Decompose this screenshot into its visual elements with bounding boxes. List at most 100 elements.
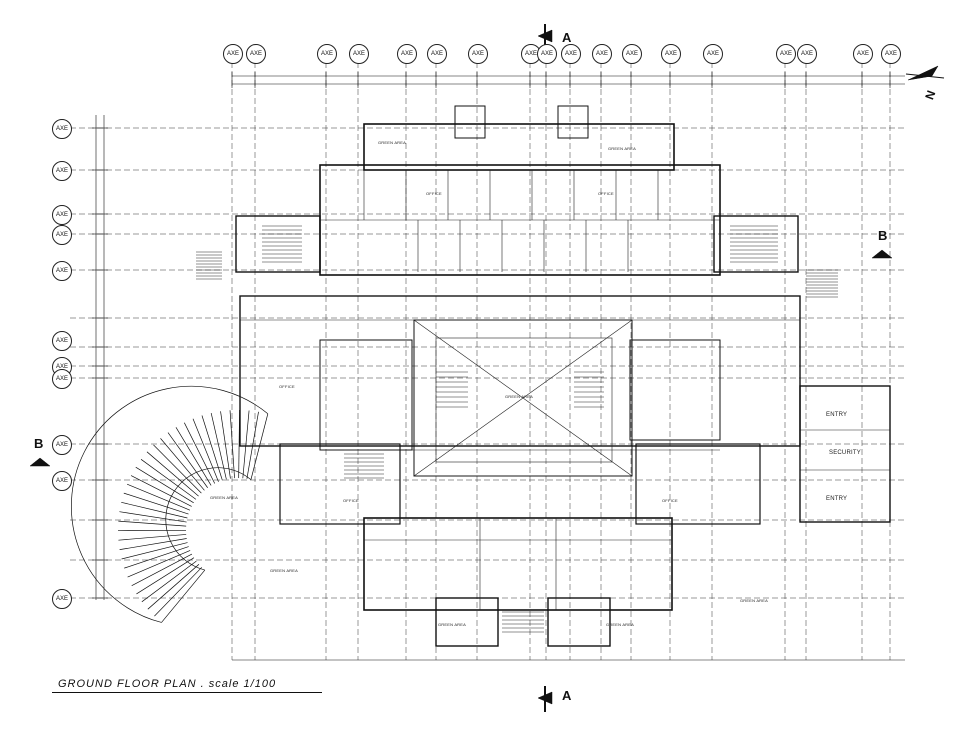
ramp-tread: [131, 553, 193, 586]
ramp-tread: [153, 444, 202, 494]
room-label-security: SECURITY: [829, 450, 861, 456]
title-underline: [52, 692, 322, 693]
ramp-tread: [210, 412, 227, 480]
axis-bubble-left: AXE: [52, 589, 72, 609]
axis-bubble-top: AXE: [397, 44, 417, 64]
axis-bubble-left: AXE: [52, 205, 72, 225]
room-label-entry-2: ENTRY: [826, 496, 848, 502]
ramp-tread: [238, 410, 240, 479]
axis-bubble-top: AXE: [561, 44, 581, 64]
atrium-diagonal: [413, 319, 633, 477]
central-block-outline: [239, 295, 801, 447]
axis-bubble-left: AXE: [52, 225, 72, 245]
room-label-green-area-7: GREEN AREA: [606, 622, 635, 627]
ramp-tread: [146, 451, 199, 497]
axis-bubble-top: AXE: [622, 44, 642, 64]
axis-bubble-top: AXE: [427, 44, 447, 64]
section-marker-b-left: B: [34, 436, 44, 451]
ramp-tread: [121, 542, 188, 560]
room-label-green-area-6: GREEN AREA: [740, 598, 769, 603]
axis-bubble-top: AXE: [853, 44, 873, 64]
ramp-tread: [119, 511, 187, 523]
ramp-tread: [130, 475, 192, 507]
ramp-tread: [242, 410, 250, 479]
ramp-tread: [124, 546, 189, 569]
southeast-block: [635, 443, 761, 525]
ramp-tread: [167, 432, 208, 488]
room-label-green-area-3: GREEN AREA: [505, 394, 534, 399]
stair-block-east: [713, 215, 799, 273]
office-block-west: [319, 339, 413, 451]
axis-grid: [70, 62, 905, 660]
entrance-west: [435, 597, 499, 647]
ramp-tread: [127, 550, 191, 578]
axis-bubble-left: AXE: [52, 435, 72, 455]
entrance-east: [547, 597, 611, 647]
ramp-tread: [246, 411, 259, 479]
section-b-right-arrow: [871, 249, 893, 259]
north-wing-outline: [363, 123, 675, 171]
ramp-tread: [175, 427, 212, 486]
section-marker-b-right: B: [878, 228, 888, 243]
axis-bubble-top: AXE: [349, 44, 369, 64]
axis-bubble-left: AXE: [52, 331, 72, 351]
room-label-green-area-8: GREEN AREA: [438, 622, 467, 627]
ramp-tread: [192, 418, 219, 482]
south-wing-outline: [363, 517, 673, 611]
ramp-tread: [123, 492, 189, 515]
ramp-tread: [126, 483, 191, 511]
room-label-office-2: OFFICE: [426, 191, 442, 196]
ramp-tread: [118, 534, 187, 541]
office-block-east: [629, 339, 721, 441]
ramp-inner-edge: [165, 467, 252, 571]
room-label-green-area-4: GREEN AREA: [210, 495, 239, 500]
axis-bubble-top: AXE: [468, 44, 488, 64]
axis-bubble-left: AXE: [52, 119, 72, 139]
axis-bubble-top: AXE: [881, 44, 901, 64]
north-tower-west: [454, 105, 486, 139]
stair-block-west: [235, 215, 321, 273]
room-label-green-area-5: GREEN AREA: [270, 568, 299, 573]
ramp-tread: [250, 413, 269, 480]
ramp-tread: [220, 411, 231, 479]
security-block: [799, 385, 891, 523]
axis-bubble-top: AXE: [592, 44, 612, 64]
axis-bubble-top: AXE: [703, 44, 723, 64]
axis-bubble-top: AXE: [797, 44, 817, 64]
room-label-entry-1: ENTRY: [826, 412, 848, 418]
north-tower-east: [557, 105, 589, 139]
axis-bubble-top: AXE: [223, 44, 243, 64]
room-label-green-area-1: GREEN AREA: [378, 140, 407, 145]
axis-bubble-top: AXE: [537, 44, 557, 64]
ramp-tread: [141, 560, 197, 603]
building-walls: [29, 24, 945, 712]
ramp-tread: [136, 557, 195, 595]
ramp-tread: [160, 438, 205, 491]
axis-bubble-left: AXE: [52, 161, 72, 181]
room-label-office-1: OFFICE: [279, 384, 295, 389]
axis-bubble-top: AXE: [246, 44, 266, 64]
room-label-office-4: OFFICE: [662, 498, 678, 503]
spiral-ramp: [71, 385, 269, 623]
ramp-tread: [154, 567, 203, 617]
axis-bubble-left: AXE: [52, 471, 72, 491]
ramp-tread: [229, 410, 235, 479]
section-marker-a-top: A: [562, 30, 572, 45]
axis-bubble-left: AXE: [52, 369, 72, 389]
section-a-top-arrow: [537, 29, 553, 43]
atrium-void: [435, 337, 613, 463]
southwest-block: [279, 443, 401, 525]
room-label-green-area-2: GREEN AREA: [608, 146, 637, 151]
axis-bubble-top: AXE: [776, 44, 796, 64]
section-a-bottom-arrow: [537, 691, 553, 705]
ramp-tread: [183, 422, 216, 484]
ramp-tread: [121, 501, 188, 519]
axis-bubble-top: AXE: [661, 44, 681, 64]
north-arrow: [907, 65, 939, 81]
axis-bubble-left: AXE: [52, 261, 72, 281]
axis-bubble-top: AXE: [317, 44, 337, 64]
drawing-title: GROUND FLOOR PLAN . scale 1/100: [58, 678, 277, 690]
ramp-tread: [118, 520, 187, 527]
section-b-left-arrow: [29, 457, 51, 467]
